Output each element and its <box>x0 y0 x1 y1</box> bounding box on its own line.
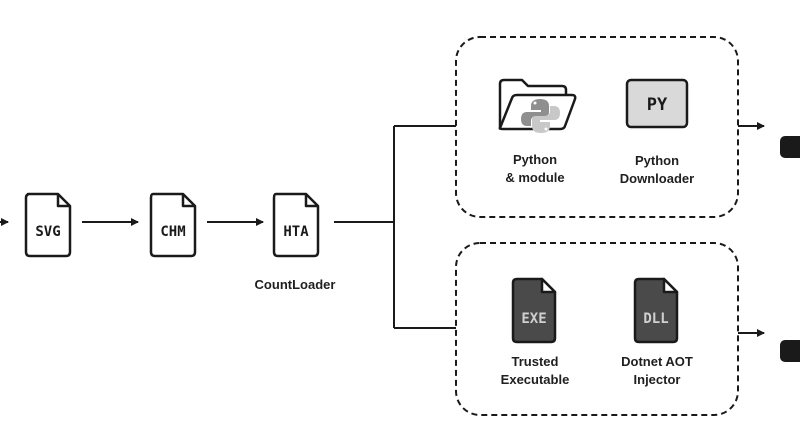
dll-file-icon: DLL <box>633 277 679 344</box>
py-badge-label: PY <box>647 95 668 115</box>
trusted-executable-label-line1: Trusted <box>512 354 559 369</box>
bottom-output-node <box>780 340 800 362</box>
dotnet-injector-label-line1: Dotnet AOT <box>621 354 693 369</box>
python-module-label-line1: Python <box>513 152 557 167</box>
svg-file-icon: SVG <box>24 192 72 258</box>
svg-file-label: SVG <box>35 224 60 240</box>
top-output-arrow <box>738 122 800 158</box>
countloader-label: CountLoader <box>255 277 336 292</box>
injector-stage-group <box>455 242 739 416</box>
python-stage-group <box>455 36 739 218</box>
python-module-label-line2: & module <box>505 170 564 185</box>
hta-file-label: HTA <box>283 224 309 240</box>
top-output-node <box>780 136 800 158</box>
py-badge-icon: PY <box>625 78 689 129</box>
exe-file-icon: EXE <box>511 277 557 344</box>
dll-file-label: DLL <box>643 311 668 327</box>
python-downloader-label-line1: Python <box>635 153 679 168</box>
chm-file-label: CHM <box>160 224 185 240</box>
chm-file-icon: CHM <box>149 192 197 258</box>
python-downloader-label-line2: Downloader <box>620 171 694 186</box>
branch-connector <box>334 125 456 329</box>
trusted-executable-label-line2: Executable <box>501 372 570 387</box>
dotnet-injector-label-line2: Injector <box>634 372 681 387</box>
bottom-output-arrow <box>738 329 800 362</box>
python-logo-icon <box>521 99 560 133</box>
exe-file-label: EXE <box>521 311 546 327</box>
hta-file-icon: HTA <box>272 192 320 258</box>
python-folder-icon <box>498 78 577 133</box>
